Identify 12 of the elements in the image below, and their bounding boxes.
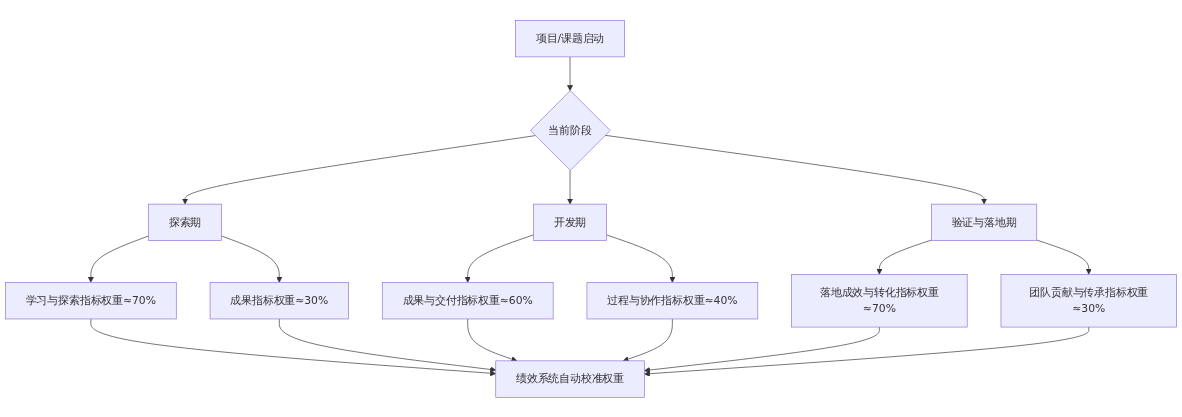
node-box: 成果与交付指标权重≈60%	[381, 281, 554, 319]
node-box: 开发期	[533, 203, 607, 241]
node-box: 验证与落地期	[931, 203, 1038, 241]
node-diamond: 当前阶段	[530, 89, 611, 171]
node-box: 落地成效与转化指标权重≈70%	[791, 273, 968, 328]
node-box: 过程与协作指标权重≈40%	[586, 281, 759, 319]
node-box: 绩效系统自动校准权重	[495, 360, 645, 398]
node-box: 探索期	[148, 203, 222, 241]
node-box: 团队贡献与传承指标权重≈30%	[1000, 273, 1177, 328]
node-box: 学习与探索指标权重≈70%	[5, 281, 177, 319]
node-box: 成果指标权重≈30%	[209, 281, 349, 319]
node-box: 项目/课题启动	[515, 19, 625, 57]
